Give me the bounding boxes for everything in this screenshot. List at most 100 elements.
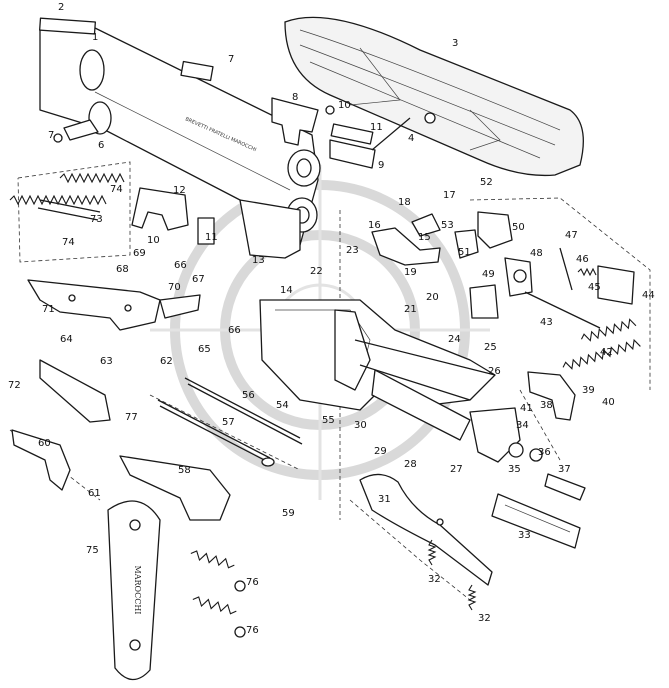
part-label-66: 66	[174, 260, 187, 271]
part-label-57: 57	[222, 417, 235, 428]
part-label-67: 67	[192, 274, 205, 285]
part-locking-block	[131, 187, 301, 259]
part-label-25: 25	[484, 342, 497, 353]
part-label-66: 66	[228, 325, 241, 336]
part-label-37: 37	[558, 464, 571, 475]
part-triggers	[469, 371, 586, 501]
part-label-69: 69	[133, 248, 146, 259]
part-label-35: 35	[508, 464, 521, 475]
part-receiver	[259, 299, 496, 441]
part-label-31: 31	[378, 494, 391, 505]
part-label-39: 39	[582, 385, 595, 396]
part-label-68: 68	[116, 264, 129, 275]
part-rods	[157, 377, 303, 467]
part-label-74: 74	[110, 184, 123, 195]
part-label-4: 4	[408, 133, 414, 144]
part-label-29: 29	[374, 446, 387, 457]
part-label-20: 20	[426, 292, 439, 303]
part-top-lever-plate	[491, 493, 581, 549]
part-label-46: 46	[576, 254, 589, 265]
part-label-42: 42	[600, 347, 613, 358]
part-label-19: 19	[404, 267, 417, 278]
part-label-16: 16	[368, 220, 381, 231]
part-label-40: 40	[602, 397, 615, 408]
part-label-47: 47	[565, 230, 578, 241]
part-label-63: 63	[100, 356, 113, 367]
part-label-71: 71	[42, 304, 55, 315]
part-label-77: 77	[125, 412, 138, 423]
part-label-34: 34	[516, 420, 529, 431]
part-label-24: 24	[448, 334, 461, 345]
part-label-65: 65	[198, 344, 211, 355]
part-label-45: 45	[588, 282, 601, 293]
part-label-1: 1	[92, 32, 98, 43]
part-label-33: 33	[518, 530, 531, 541]
part-label-18: 18	[398, 197, 411, 208]
part-label-27: 27	[450, 464, 463, 475]
part-label-23: 23	[346, 245, 359, 256]
part-label-32: 32	[478, 613, 491, 624]
part-label-17: 17	[443, 190, 456, 201]
part-label-76: 76	[246, 577, 259, 588]
part-label-49: 49	[482, 269, 495, 280]
part-label-7: 7	[228, 54, 234, 65]
part-barrels: BREVETTI FRATELLI MAROCCHI	[38, 17, 321, 246]
part-label-43: 43	[540, 317, 553, 328]
part-hammers	[371, 211, 635, 319]
part-label-12: 12	[173, 185, 186, 196]
part-springs-left	[9, 172, 125, 221]
part-ejector-levers	[11, 359, 231, 521]
part-screws-32	[427, 539, 477, 611]
part-label-70: 70	[168, 282, 181, 293]
part-label-50: 50	[512, 222, 525, 233]
part-label-72: 72	[8, 380, 21, 391]
part-label-60: 60	[38, 438, 51, 449]
part-label-56: 56	[242, 390, 255, 401]
part-screws-76	[190, 550, 246, 638]
part-label-30: 30	[354, 420, 367, 431]
part-label-36: 36	[538, 447, 551, 458]
part-label-38: 38	[540, 400, 553, 411]
part-label-11: 11	[370, 122, 383, 133]
part-label-10: 10	[338, 100, 351, 111]
part-top-fittings	[53, 60, 411, 169]
part-label-13: 13	[252, 255, 265, 266]
part-label-11: 11	[205, 232, 218, 243]
part-long-springs	[524, 291, 641, 370]
buttplate-engraving: MAROCCHI	[133, 566, 142, 615]
part-label-61: 61	[88, 488, 101, 499]
part-label-7: 7	[48, 130, 54, 141]
part-label-73: 73	[90, 214, 103, 225]
part-label-51: 51	[458, 247, 471, 258]
part-trigger-plate	[27, 279, 201, 331]
part-label-52: 52	[480, 177, 493, 188]
part-label-55: 55	[322, 415, 335, 426]
part-label-75: 75	[86, 545, 99, 556]
part-label-64: 64	[60, 334, 73, 345]
part-label-22: 22	[310, 266, 323, 277]
part-label-62: 62	[160, 356, 173, 367]
part-label-74: 74	[62, 237, 75, 248]
part-label-44: 44	[642, 290, 655, 301]
part-label-53: 53	[441, 220, 454, 231]
part-label-10: 10	[147, 235, 160, 246]
part-label-9: 9	[378, 160, 384, 171]
part-label-28: 28	[404, 459, 417, 470]
part-label-48: 48	[530, 248, 543, 259]
part-label-32: 32	[428, 574, 441, 585]
part-label-58: 58	[178, 465, 191, 476]
part-label-76: 76	[246, 625, 259, 636]
part-label-41: 41	[520, 403, 533, 414]
part-label-21: 21	[404, 304, 417, 315]
part-trigger-guard	[359, 473, 493, 586]
part-label-8: 8	[292, 92, 298, 103]
part-label-54: 54	[276, 400, 289, 411]
part-buttplate: MAROCCHI	[107, 500, 161, 681]
part-label-15: 15	[418, 232, 431, 243]
part-label-14: 14	[280, 285, 293, 296]
part-label-59: 59	[282, 508, 295, 519]
part-label-3: 3	[452, 38, 458, 49]
